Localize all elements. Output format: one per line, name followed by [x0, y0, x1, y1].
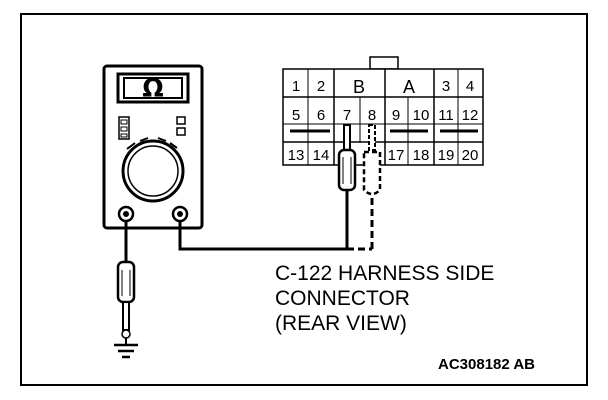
- figure-frame: [20, 13, 588, 386]
- pin-label: 5: [292, 107, 300, 124]
- caption-line-2: CONNECTOR: [275, 287, 410, 310]
- pin-label: 3: [442, 78, 450, 95]
- pin-label: B: [353, 77, 365, 97]
- pin-label: 2: [317, 78, 325, 95]
- pin-label: A: [403, 77, 415, 97]
- pin-label: 7: [343, 107, 351, 124]
- multimeter: Ω: [102, 64, 204, 230]
- ohm-symbol: Ω: [142, 73, 163, 102]
- right-switch-icon: [176, 116, 186, 125]
- pin-label: 11: [438, 107, 454, 124]
- probe-pin-8: [362, 124, 382, 196]
- pin-label: 14: [313, 147, 330, 164]
- pin-label: 20: [462, 147, 479, 164]
- caption-line-1: C-122 HARNESS SIDE: [275, 262, 495, 285]
- pin-label: 17: [388, 147, 405, 164]
- pin-label: 9: [392, 107, 400, 124]
- test-lead-wire: [178, 190, 349, 251]
- probe-pin-7: [337, 124, 357, 192]
- figure-code: AC308182 AB: [438, 356, 535, 373]
- pin-label: 12: [462, 107, 479, 124]
- pin-label: 19: [438, 147, 455, 164]
- pin-label: 6: [317, 107, 325, 124]
- pin-label: 1: [292, 78, 300, 95]
- pin-label: 18: [413, 147, 430, 164]
- harness-connector: 1 2 B A 3 4 5 6 7 8 9 10 11 12 13 14 17 …: [282, 56, 484, 166]
- caption-line-3: (REAR VIEW): [275, 312, 407, 335]
- connector-latch: [369, 56, 399, 70]
- pin-label: 13: [288, 147, 305, 164]
- ground-icon: [114, 329, 138, 359]
- pin-label: 10: [413, 107, 430, 124]
- ground-probe: [116, 260, 136, 331]
- pin-label: 8: [368, 107, 376, 124]
- pin-label: 4: [466, 78, 474, 95]
